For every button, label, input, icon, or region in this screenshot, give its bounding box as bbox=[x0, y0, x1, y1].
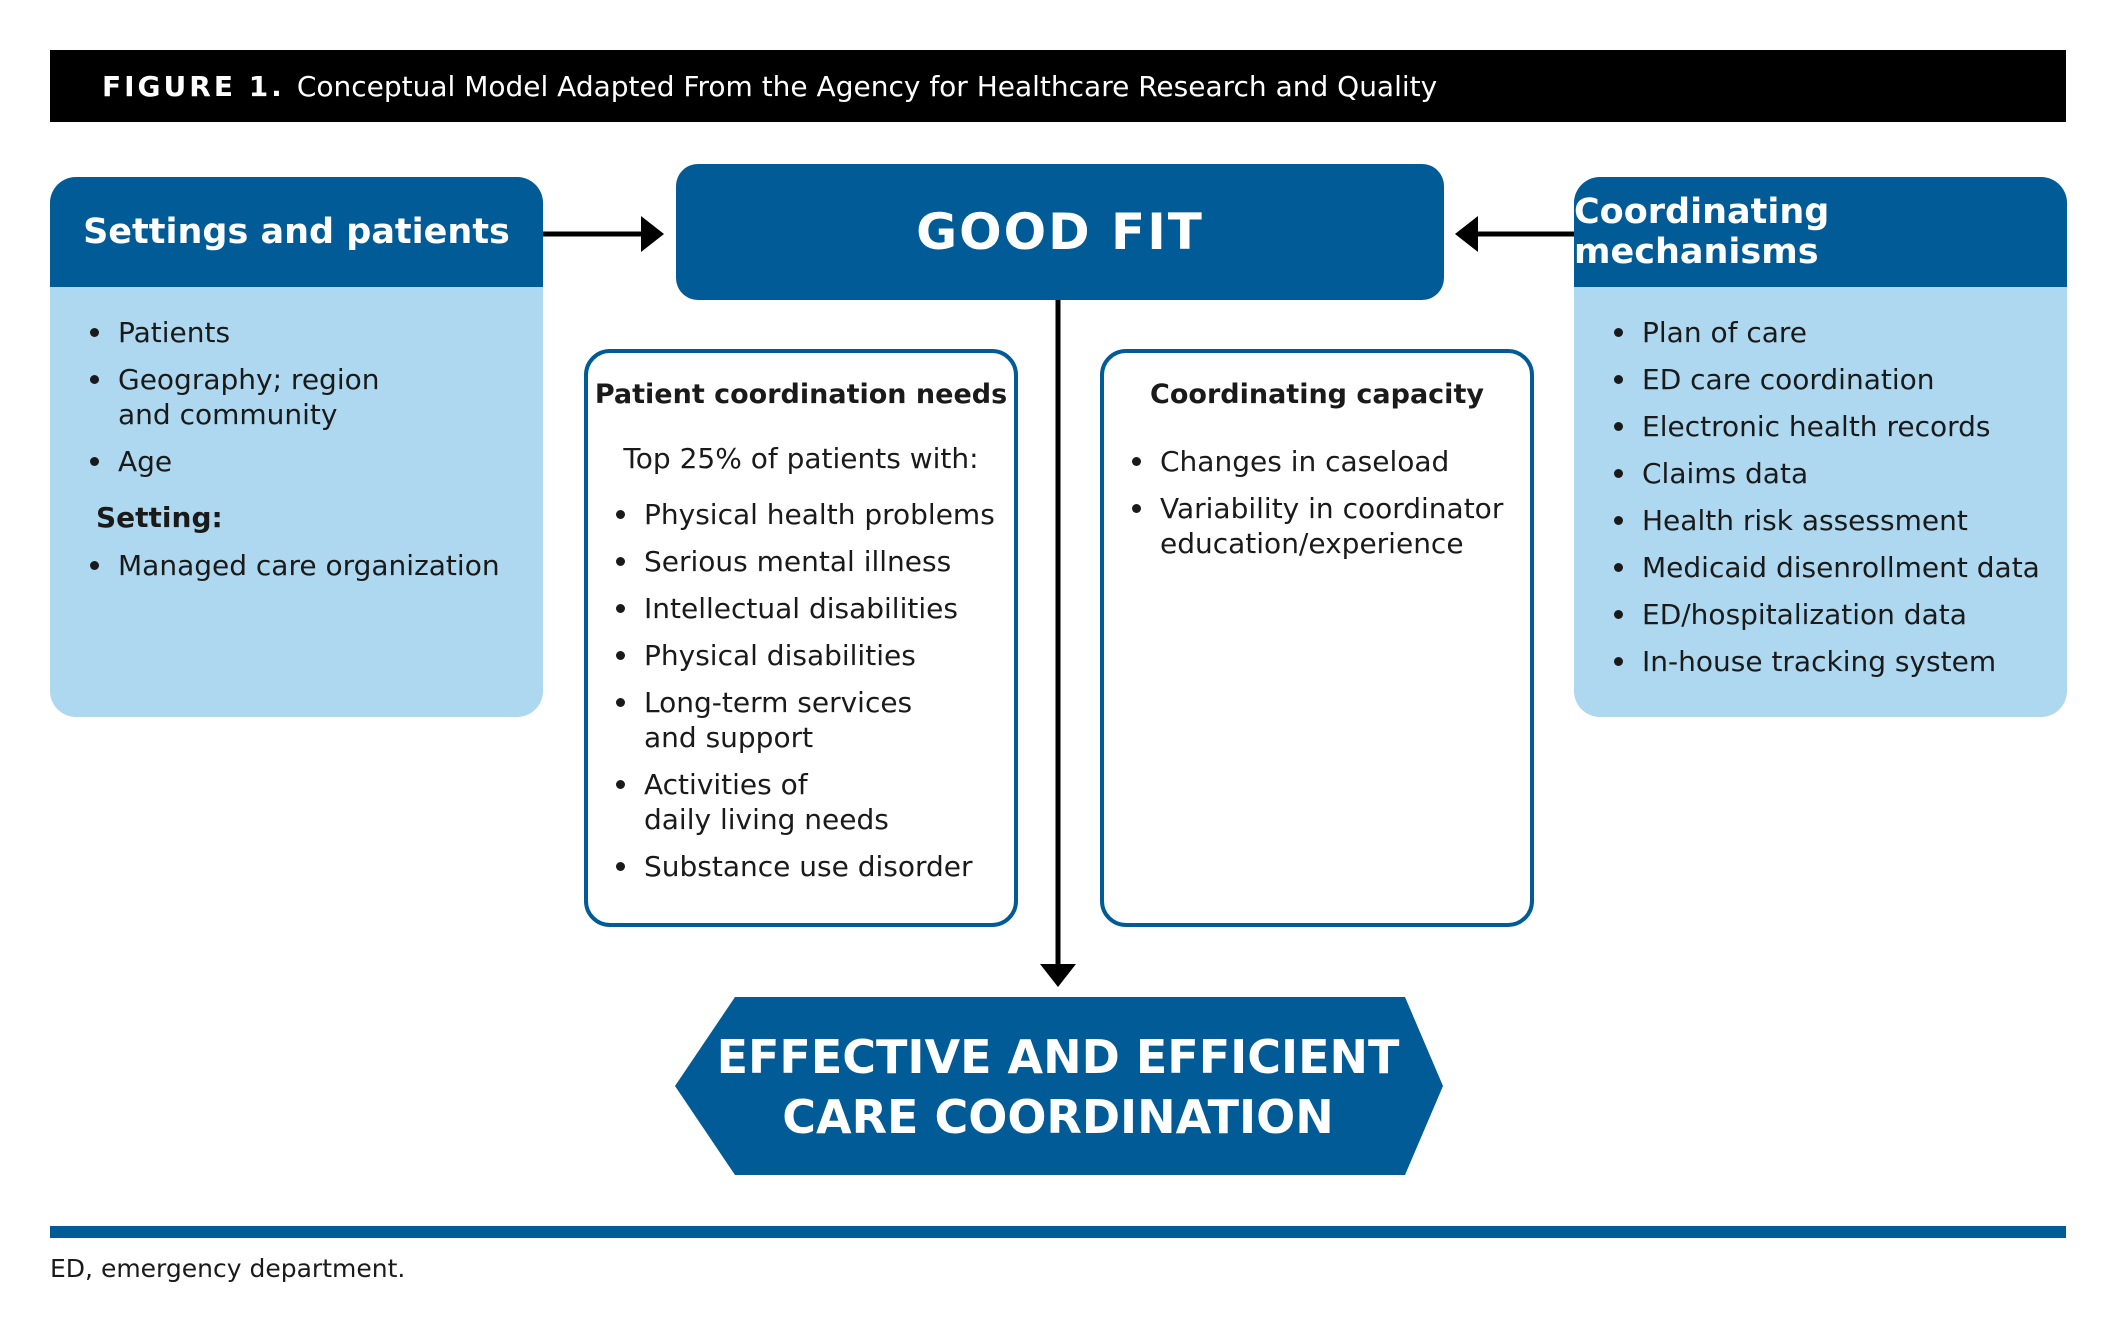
good-fit-box: GOOD FIT bbox=[676, 164, 1444, 300]
list-item: ED care coordination bbox=[1610, 362, 2067, 397]
arrow-settings-to-goodfit bbox=[543, 216, 664, 252]
list-item: ED/hospitalization data bbox=[1610, 597, 2067, 632]
list-item: Managed care organization bbox=[86, 548, 543, 583]
list-item: Long-term services and support bbox=[612, 685, 1014, 755]
arrow-goodfit-to-outcome bbox=[1040, 300, 1076, 987]
figure-label: FIGURE 1. bbox=[102, 69, 285, 103]
figure-title-bar: FIGURE 1. Conceptual Model Adapted From … bbox=[50, 50, 2066, 122]
footnote: ED, emergency department. bbox=[50, 1254, 406, 1283]
patient-needs-title: Patient coordination needs bbox=[594, 379, 1008, 410]
settings-patients-title: Settings and patients bbox=[50, 177, 543, 287]
setting-list: Managed care organization bbox=[86, 548, 543, 583]
list-item: Electronic health records bbox=[1610, 409, 2067, 444]
coordinating-capacity-title: Coordinating capacity bbox=[1150, 379, 1484, 410]
list-item: Activities of daily living needs bbox=[612, 767, 1014, 837]
list-item: Medicaid disenrollment data bbox=[1610, 550, 2067, 585]
list-item: Geography; region and community bbox=[86, 362, 543, 432]
list-item: In-house tracking system bbox=[1610, 644, 2067, 679]
list-item: Health risk assessment bbox=[1610, 503, 2067, 538]
list-item: Plan of care bbox=[1610, 315, 2067, 350]
list-item: Serious mental illness bbox=[612, 544, 1014, 579]
coordinating-mechanisms-title: Coordinating mechanisms bbox=[1574, 177, 2067, 287]
coordinating-capacity-box: Coordinating capacity Changes in caseloa… bbox=[1100, 349, 1534, 927]
list-item: Physical disabilities bbox=[612, 638, 1014, 673]
list-item: Claims data bbox=[1610, 456, 2067, 491]
figure-title: Conceptual Model Adapted From the Agency… bbox=[296, 69, 1438, 103]
coordinating-capacity-list: Changes in caseload Variability in coord… bbox=[1104, 444, 1530, 561]
list-item: Substance use disorder bbox=[612, 849, 1014, 884]
arrow-mechanisms-to-goodfit bbox=[1455, 216, 1574, 252]
list-item: Age bbox=[86, 444, 543, 479]
settings-patients-list: Patients Geography; region and community… bbox=[86, 315, 543, 479]
list-item: Changes in caseload bbox=[1128, 444, 1530, 479]
outcome-hexagon bbox=[675, 997, 1443, 1175]
list-item: Variability in coordinator education/exp… bbox=[1128, 491, 1530, 561]
coordinating-mechanisms-box: Coordinating mechanisms Plan of care ED … bbox=[1574, 177, 2067, 717]
list-item: Intellectual disabilities bbox=[612, 591, 1014, 626]
list-item: Physical health problems bbox=[612, 497, 1014, 532]
outcome-line-2: CARE COORDINATION bbox=[782, 1090, 1334, 1144]
list-item: Patients bbox=[86, 315, 543, 350]
outcome-line-1: EFFECTIVE AND EFFICIENT bbox=[717, 1030, 1400, 1084]
patient-needs-subtitle: Top 25% of patients with: bbox=[623, 442, 979, 475]
coordinating-mechanisms-list: Plan of care ED care coordination Electr… bbox=[1610, 315, 2067, 679]
patient-needs-list: Physical health problems Serious mental … bbox=[588, 497, 1014, 884]
settings-patients-box: Settings and patients Patients Geography… bbox=[50, 177, 543, 717]
footer-divider bbox=[50, 1226, 2066, 1238]
patient-coordination-needs-box: Patient coordination needs Top 25% of pa… bbox=[584, 349, 1018, 927]
setting-heading: Setting: bbox=[96, 501, 223, 534]
